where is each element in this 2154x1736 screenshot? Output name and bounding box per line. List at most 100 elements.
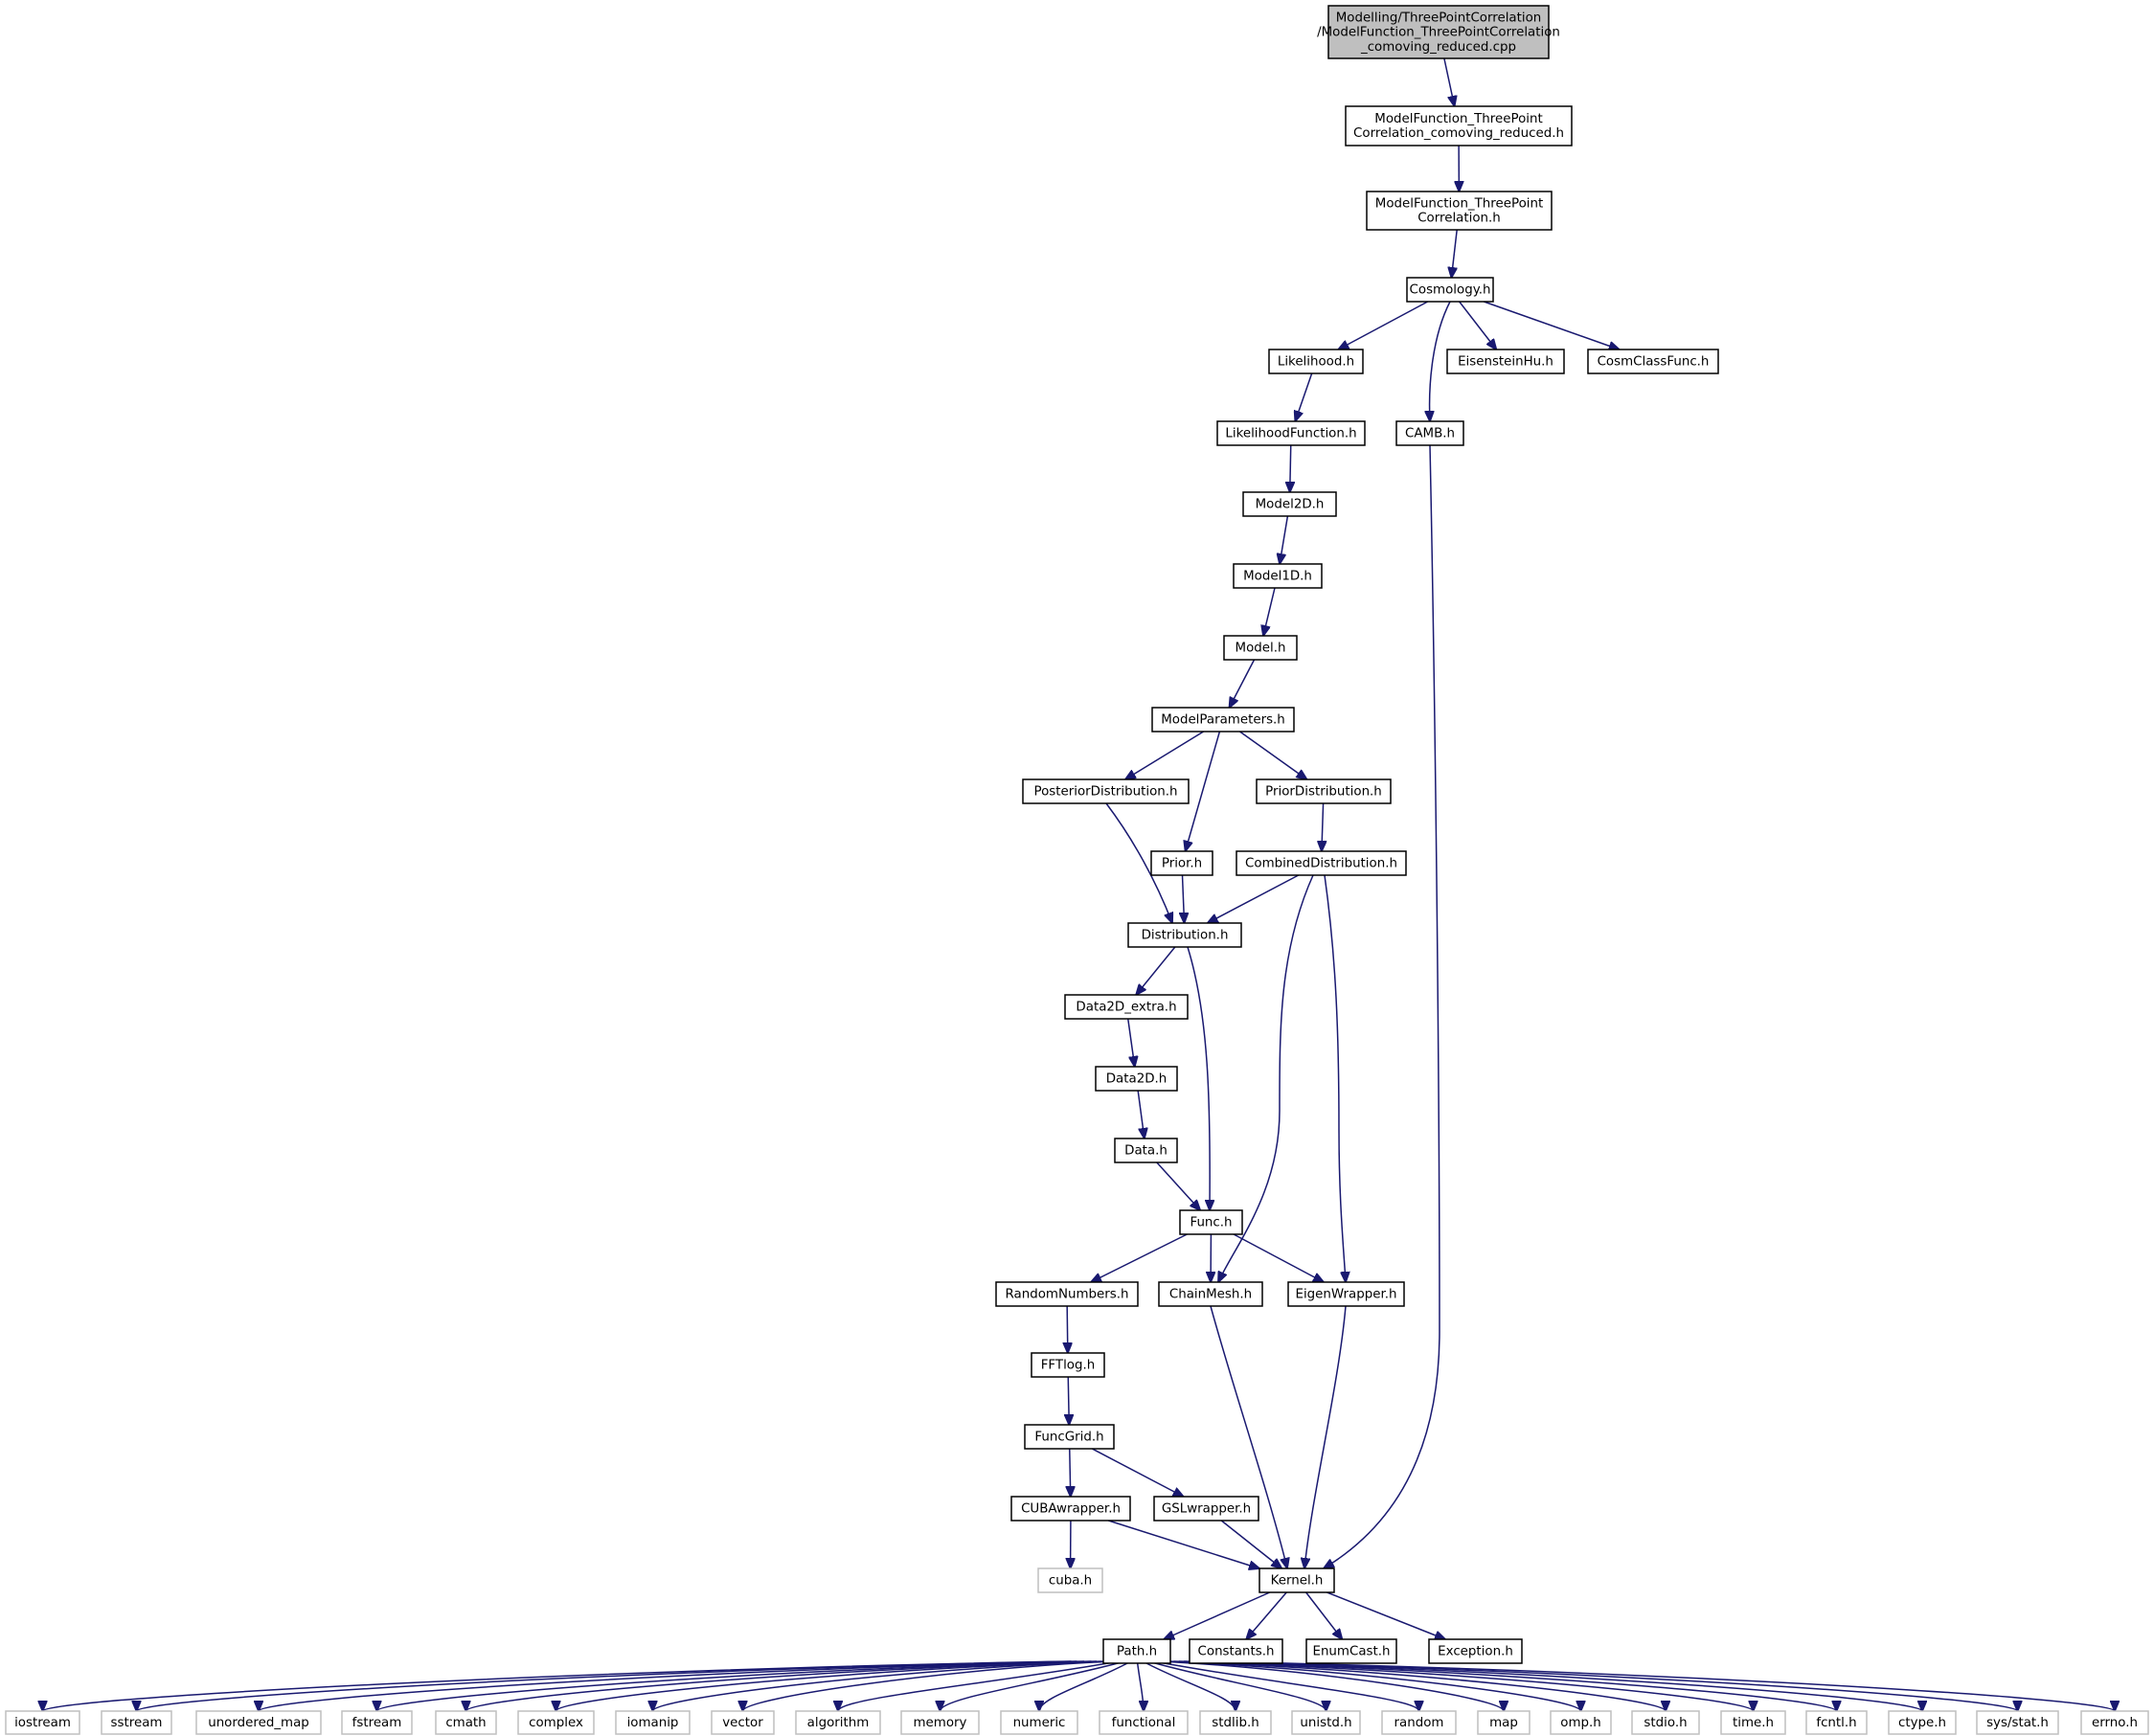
node-prior[interactable]: Prior.h: [1150, 850, 1213, 876]
edge-path-to-memory: [941, 1660, 1125, 1711]
node-label: Exception.h: [1438, 1645, 1513, 1659]
edge-kernel-to-exception: [1326, 1591, 1445, 1639]
edge-cosmology-to-eisensteinhu: [1459, 301, 1497, 349]
node-modelparameters[interactable]: ModelParameters.h: [1151, 707, 1295, 733]
node-mf-tpc-cr-h[interactable]: ModelFunction_ThreePointCorrelation_como…: [1345, 105, 1573, 147]
node-root[interactable]: Modelling/ThreePointCorrelation/ModelFun…: [1317, 5, 1560, 59]
node-funcgrid[interactable]: FuncGrid.h: [1024, 1424, 1115, 1450]
edge-funcgrid-to-gslwrapper: [1091, 1448, 1183, 1497]
edge-path-to-unordered_map: [259, 1660, 1084, 1711]
node-box: [1179, 1209, 1243, 1235]
node-label: memory: [914, 1716, 967, 1730]
edge-modelparameters-to-priordistribution: [1239, 731, 1307, 779]
node-label: Distribution.h: [1142, 929, 1229, 943]
node-label: map: [1489, 1716, 1518, 1730]
edge-path-to-errno: [1195, 1660, 2115, 1711]
node-mf-tpc-h[interactable]: ModelFunction_ThreePointCorrelation.h: [1366, 191, 1553, 231]
node-eigenwrapper[interactable]: EigenWrapper.h: [1287, 1281, 1405, 1307]
node-label: unordered_map: [208, 1716, 309, 1730]
edge-model2d-to-model1d: [1280, 515, 1289, 564]
node-label: Constants.h: [1198, 1645, 1275, 1659]
node-cuba: cuba.h: [1037, 1567, 1103, 1593]
edge-data2d-to-data: [1137, 1090, 1145, 1139]
edge-path-to-fstream: [377, 1660, 1092, 1711]
node-enumcast[interactable]: EnumCast.h: [1305, 1638, 1397, 1664]
node-label: fcntl.h: [1816, 1716, 1856, 1730]
node-box: [435, 1710, 497, 1735]
edge-path-to-vector: [743, 1660, 1114, 1711]
node-box: [2080, 1710, 2149, 1735]
node-chainmesh[interactable]: ChainMesh.h: [1158, 1281, 1263, 1307]
node-camb[interactable]: CAMB.h: [1395, 420, 1464, 446]
node-path[interactable]: Path.h: [1102, 1638, 1171, 1664]
node-func[interactable]: Func.h: [1179, 1209, 1243, 1235]
node-data2d[interactable]: Data2D.h: [1095, 1066, 1178, 1092]
edge-path-to-numeric: [1039, 1660, 1132, 1711]
node-box: [1446, 349, 1565, 374]
node-likelihood[interactable]: Likelihood.h: [1268, 349, 1364, 374]
edge-data2d_extra-to-data2d: [1127, 1018, 1135, 1067]
node-label: vector: [722, 1716, 763, 1730]
edge-priordistribution-to-combineddistribution: [1322, 802, 1324, 851]
node-label: Correlation.h: [1417, 212, 1501, 226]
edge-cosmology-to-cosmclassfunc: [1484, 301, 1619, 349]
node-cubawrapper[interactable]: CUBAwrapper.h: [1010, 1496, 1131, 1522]
node-label: PriorDistribution.h: [1265, 785, 1382, 800]
edge-path-to-functional: [1136, 1660, 1144, 1711]
edge-distribution-to-func: [1187, 946, 1210, 1210]
node-exception[interactable]: Exception.h: [1428, 1638, 1523, 1664]
node-label: GSLwrapper.h: [1162, 1502, 1251, 1517]
node-randomnumbers[interactable]: RandomNumbers.h: [995, 1281, 1139, 1307]
node-label: Cosmology.h: [1410, 283, 1491, 298]
node-model1d[interactable]: Model1D.h: [1233, 563, 1323, 589]
node-label: Kernel.h: [1271, 1574, 1324, 1589]
node-iomanip: iomanip: [615, 1710, 691, 1735]
edge-path-to-stdlib: [1142, 1660, 1236, 1711]
node-box: [1631, 1710, 1700, 1735]
node-data[interactable]: Data.h: [1114, 1138, 1178, 1163]
node-gslwrapper[interactable]: GSLwrapper.h: [1153, 1496, 1259, 1522]
node-box: [101, 1710, 172, 1735]
node-combineddistribution[interactable]: CombinedDistribution.h: [1236, 850, 1407, 876]
node-distribution[interactable]: Distribution.h: [1127, 922, 1242, 948]
edge-prior-to-distribution: [1183, 874, 1185, 923]
node-label: Likelihood.h: [1278, 355, 1354, 370]
node-posteriordistribution[interactable]: PosteriorDistribution.h: [1022, 778, 1190, 804]
node-constants[interactable]: Constants.h: [1189, 1638, 1283, 1664]
node-priordistribution[interactable]: PriorDistribution.h: [1256, 778, 1392, 804]
node-box: [1022, 778, 1190, 804]
node-label: stdlib.h: [1212, 1716, 1258, 1730]
node-model[interactable]: Model.h: [1223, 635, 1298, 661]
edge-path-to-stdio: [1168, 1660, 1666, 1711]
node-label: algorithm: [807, 1716, 870, 1730]
node-cosmclassfunc[interactable]: CosmClassFunc.h: [1587, 349, 1719, 374]
node-data2d-extra[interactable]: Data2D_extra.h: [1064, 994, 1189, 1020]
node-label: CosmClassFunc.h: [1598, 355, 1710, 370]
node-label: sstream: [111, 1716, 163, 1730]
node-label: errno.h: [2092, 1716, 2138, 1730]
node-random: random: [1381, 1710, 1457, 1735]
node-likelihoodfunction[interactable]: LikelihoodFunction.h: [1216, 420, 1366, 446]
node-label: EisensteinHu.h: [1458, 355, 1553, 370]
node-box: [1550, 1710, 1612, 1735]
node-kernel[interactable]: Kernel.h: [1258, 1567, 1335, 1593]
node-sysstat: sys/stat.h: [1976, 1710, 2059, 1735]
node-fstream: fstream: [341, 1710, 413, 1735]
node-eisensteinhu[interactable]: EisensteinHu.h: [1446, 349, 1565, 374]
node-label: /ModelFunction_ThreePointCorrelation: [1317, 26, 1560, 40]
node-box: [1236, 850, 1407, 876]
node-model2d[interactable]: Model2D.h: [1242, 491, 1337, 517]
node-fftlog[interactable]: FFTlog.h: [1031, 1352, 1105, 1378]
node-cmath: cmath: [435, 1710, 497, 1735]
node-label: cuba.h: [1049, 1574, 1092, 1589]
edge-root-to-mf_tpc_cr_h: [1443, 57, 1455, 106]
node-iostream: iostream: [5, 1710, 80, 1735]
node-box: [1345, 105, 1573, 147]
edge-path-to-iomanip: [653, 1660, 1108, 1711]
edge-path-to-sysstat: [1190, 1660, 2017, 1711]
node-label: functional: [1112, 1716, 1176, 1730]
node-cosmology[interactable]: Cosmology.h: [1406, 277, 1494, 303]
node-box: [1000, 1710, 1078, 1735]
edge-path-to-sstream: [137, 1660, 1077, 1711]
node-box: [1258, 1567, 1335, 1593]
